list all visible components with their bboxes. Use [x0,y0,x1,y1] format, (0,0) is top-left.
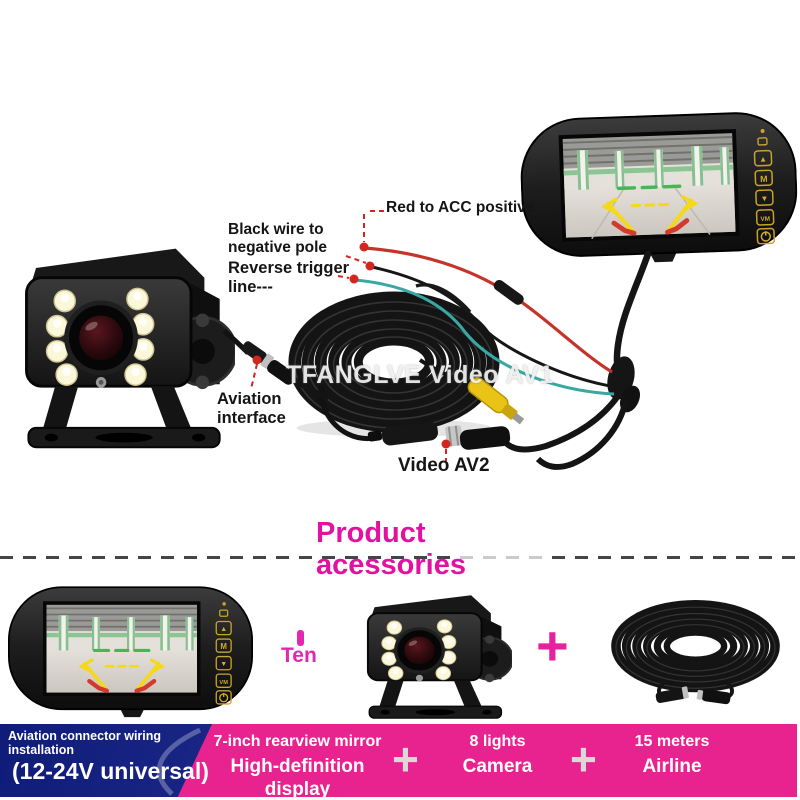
power-button[interactable] [756,227,776,245]
banner-item-camera-line2: Camera [462,756,533,778]
menu-m-icon: M [760,174,768,184]
mirror-touch-buttons: ▲ M ▼ VM [753,129,776,245]
plus-sign: + [536,614,569,677]
swoosh-decoration [156,727,202,796]
rear-camera-graphic [25,248,238,449]
up-arrow-icon: ▲ [759,154,767,163]
label-black-wire-negative: Black wire to negative pole [228,221,328,256]
power-icon [760,231,771,242]
rear-camera-photo [15,237,238,455]
brand-watermark: TFANGLVE Video AV1 [286,361,554,389]
garage-pillars [576,145,730,190]
heading-line2: acessories [316,549,466,581]
banner-plus-sign: + [570,733,597,785]
banner-item-mirror-line1: 7-inch rearview mirror [213,733,382,750]
cable-end-connectors [655,681,735,705]
mirror-monitor-photo: ▲ M ▼ VM [518,105,799,268]
extension-cable-photo [285,290,503,440]
rear-camera-graphic-small [366,595,514,719]
indicator-icon [757,137,768,146]
mirror-screen [558,128,740,242]
ten-watermark-mark [297,630,304,646]
ten-watermark: Ten [281,644,317,667]
banner-item-airline: 15 meters Airline [613,732,731,779]
accessory-cable-photo [608,600,783,705]
camera-lens [64,300,138,376]
banner-blue-section [0,724,213,797]
label-reverse-trigger: Reverse trigger line--- [228,259,350,296]
accessory-camera-photo [360,588,514,723]
camera-led-lights [45,287,155,386]
banner-plus-sign: + [392,733,419,785]
cable-coil-graphic [288,291,500,437]
junction-to-av2-cable [503,394,621,453]
banner-item-airline-line2: Airline [642,756,702,778]
reverse-trigger-wire [354,278,615,396]
heading-line1: Product [316,517,426,549]
svg-text:M: M [220,642,227,651]
vol-icon: VM [760,216,770,223]
down-button[interactable] [755,189,774,206]
svg-text:VM: VM [219,680,228,686]
banner-item-mirror: 7-inch rearview mirror High-definition d… [200,732,395,800]
banner-blue-subtitle: (12-24V universal) [12,758,209,784]
indicator-dot [760,129,765,134]
mirror-monitor-graphic-small: ▲ M ▼ VM [8,586,253,718]
menu-button[interactable] [754,169,774,187]
mirror-monitor-graphic: ▲ M ▼ VM [520,112,798,263]
banner-item-mirror-line2: High-definition display [230,756,365,800]
power-icon [219,692,229,703]
label-aviation-interface: Aviation interface [217,390,286,427]
down-arrow-icon: ▼ [760,194,768,203]
svg-text:▼: ▼ [220,661,227,668]
parking-guide-lines [601,184,699,236]
banner-item-camera: 8 lights Camera [445,732,550,779]
dashed-divider [0,556,800,559]
banner-blue-title: Aviation connector wiring installation [8,729,162,757]
annotation-dots [252,242,451,449]
divider-fade [458,551,550,564]
accessory-mirror-photo: ▲ M ▼ VM [8,582,253,718]
rca-video-connector [418,358,525,425]
bottom-banner: Aviation connector wiring installation (… [0,724,797,800]
svg-text:▲: ▲ [220,626,227,633]
banner-item-airline-line1: 15 meters [634,733,710,750]
junction-lower-cable [535,399,629,470]
banner-item-camera-line1: 8 lights [469,733,526,750]
black-ground-wire [371,265,611,388]
video-av2-connector [318,385,511,450]
up-button[interactable] [753,149,773,167]
inline-fuse [493,279,524,305]
cable-coil-graphic-small [611,600,780,705]
annotation-leader-lines [250,210,447,461]
harness-black-loop [415,283,472,314]
label-video-av2: Video AV2 [398,455,490,476]
volume-button[interactable] [755,209,775,226]
label-red-to-acc: Red to ACC positive [386,199,535,216]
section-heading: Product acessories [316,517,466,581]
